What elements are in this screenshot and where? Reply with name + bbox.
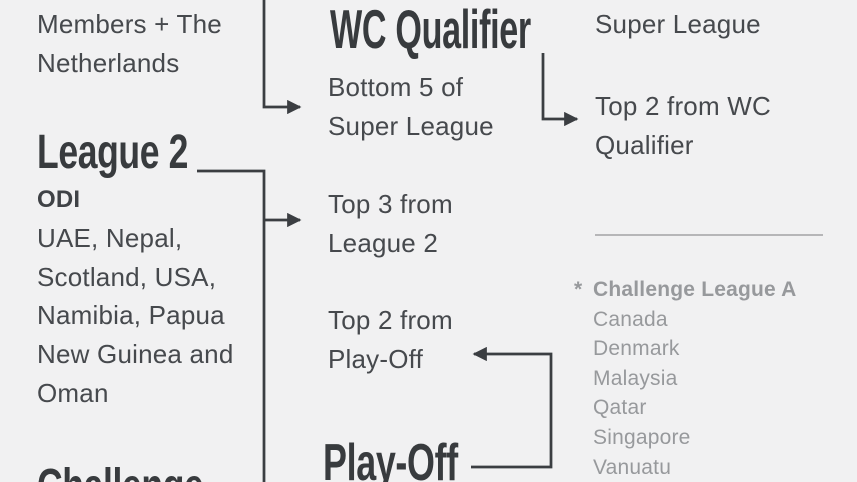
challenge-league-a-team: Denmark [593,337,680,361]
challenge-league-a-team: Qatar [593,396,647,420]
members-note: Members + The Netherlands [37,9,222,78]
challenge-league-a-team: Canada [593,307,668,331]
challenge-league-a-title: Challenge League A [593,278,797,301]
top3-from-league2-note: Top 3 from League 2 [328,189,453,258]
challenge-title-cutoff: Challenge [37,463,204,482]
connector-playoff-to-top2 [471,346,553,469]
challenge-league-a-block: Challenge League A Canada Denmark Malays… [593,275,797,482]
connector-wc-to-top2 [541,53,579,127]
connector-league2-trunk [197,169,266,482]
top2-from-playoff-note: Top 2 from Play-Off [328,305,453,374]
challenge-league-a-team: Singapore [593,425,691,449]
connector-top-to-wc-qualifier [262,0,302,115]
league2-teams-list: UAE, Nepal, Scotland, USA, Namibia, Papu… [37,223,234,408]
challenge-league-a-team: Vanuatu [593,455,672,479]
league2-title: League 2 [37,126,189,179]
wc-qualifier-feed-note: Bottom 5 of Super League [328,72,494,141]
playoff-title: Play-Off [323,434,458,482]
footnote-asterisk: * [574,278,583,301]
super-league-label: Super League [595,9,761,39]
league2-format-label: ODI [37,186,81,213]
wc-qualifier-title: WC Qualifier [330,0,531,60]
top2-from-wc-note: Top 2 from WC Qualifier [595,91,771,160]
challenge-league-a-team: Malaysia [593,366,678,390]
